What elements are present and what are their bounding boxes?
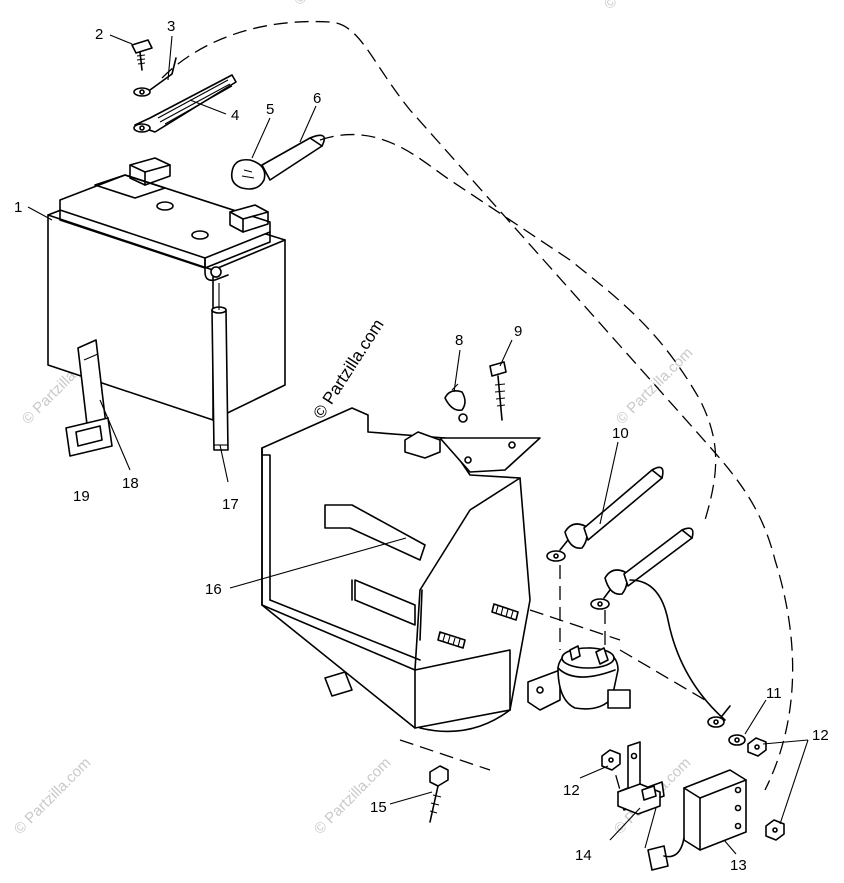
mounting-studs	[437, 603, 519, 649]
callout-19: 19	[73, 488, 90, 505]
solenoid-cables	[546, 466, 726, 721]
hold-down-strap	[65, 339, 113, 457]
callout-numbers: 1 2 3 4 5 6 8 9 10 11 12 12 13 14 15 16 …	[14, 18, 829, 874]
watermark-main: © Partzilla.com	[309, 316, 387, 422]
callout-13: 13	[730, 857, 747, 874]
callout-12-left: 12	[563, 782, 580, 799]
callout-17: 17	[222, 496, 239, 513]
regulator	[683, 769, 747, 851]
watermark-text: © Partzilla.com	[11, 754, 94, 837]
watermark-text: © Partzilla.com	[311, 754, 394, 837]
positive-cable	[230, 134, 326, 190]
terminal-hardware	[131, 39, 237, 133]
callout-4: 4	[231, 107, 239, 124]
bracket	[617, 741, 685, 871]
ground-hardware	[601, 705, 785, 841]
callout-12-right: 12	[812, 727, 829, 744]
vent-tube	[211, 283, 229, 451]
callout-5: 5	[266, 101, 274, 118]
callout-3: 3	[167, 18, 175, 35]
battery-box	[261, 407, 541, 733]
callout-10: 10	[612, 425, 629, 442]
callout-2: 2	[95, 26, 103, 43]
watermark-text: © Partzilla.com	[291, 0, 374, 9]
bolt	[429, 765, 449, 823]
watermark-text: © Partzilla.com	[601, 0, 684, 13]
callout-1: 1	[14, 199, 22, 216]
callout-9: 9	[514, 323, 522, 340]
leader-lines	[27, 34, 809, 855]
watermark-text: © Partzilla.com	[613, 344, 696, 427]
callout-6: 6	[313, 90, 321, 107]
solenoid	[527, 645, 631, 711]
callout-14: 14	[575, 847, 592, 864]
callout-18: 18	[122, 475, 139, 492]
clamp-and-screw	[444, 361, 507, 423]
callout-15: 15	[370, 799, 387, 816]
callout-8: 8	[455, 332, 463, 349]
callout-16: 16	[205, 581, 222, 598]
callout-11: 11	[766, 685, 782, 702]
